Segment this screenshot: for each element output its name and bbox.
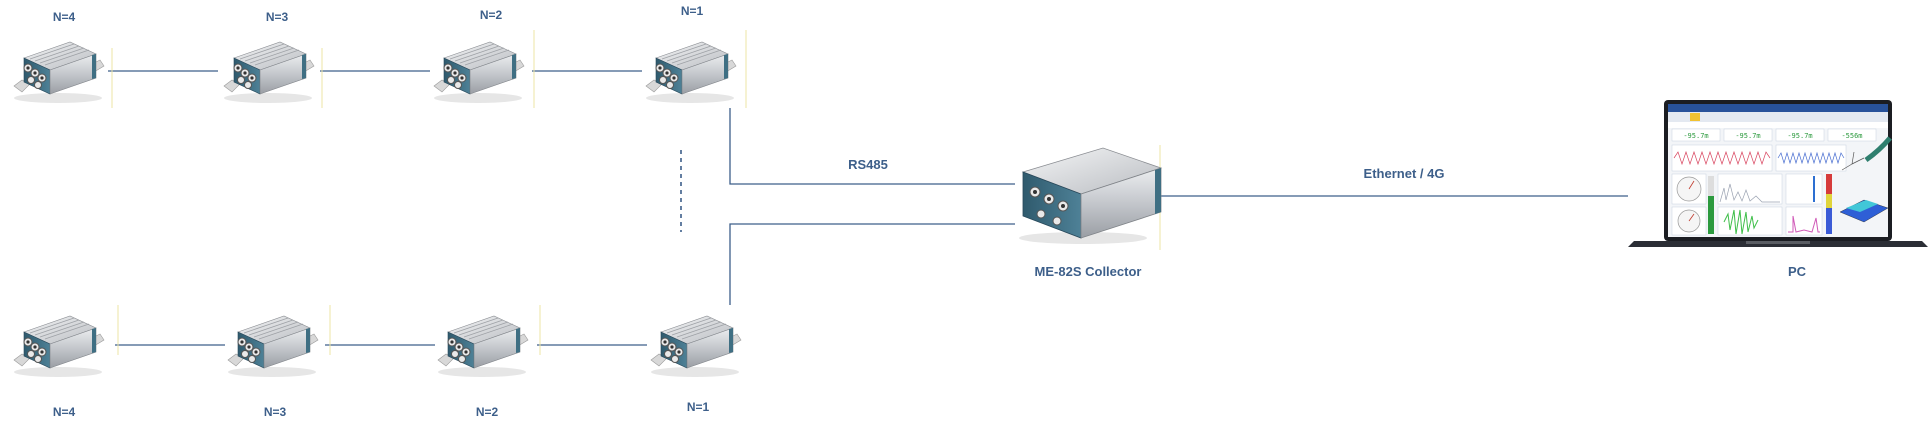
node-label-top-1: N=1	[680, 4, 704, 18]
pc-label: PC	[1787, 264, 1807, 279]
node-label-top-3: N=3	[265, 10, 289, 24]
node-label-bottom-2: N=2	[475, 405, 499, 419]
rs485-line-top	[729, 108, 1015, 185]
sensor-device-top-4	[13, 41, 105, 104]
rs485-line-bottom	[729, 223, 1015, 305]
collector-device-icon	[1019, 147, 1163, 244]
node-label-bottom-3: N=3	[263, 405, 287, 419]
screen-value-3: -95.7m	[1787, 132, 1812, 140]
sensor-device-bottom-3	[227, 315, 319, 378]
screen-value-4: -556m	[1841, 132, 1862, 140]
sensor-device-top-3	[223, 41, 315, 104]
sensor-device-bottom-1	[650, 315, 742, 378]
sensor-device-top-2	[433, 41, 525, 104]
sensor-device-top-1	[645, 41, 737, 104]
ethernet-label: Ethernet / 4G	[1363, 166, 1445, 181]
node-label-top-4: N=4	[52, 10, 76, 24]
screen-value-1: -95.7m	[1683, 132, 1708, 140]
screen-value-2: -95.7m	[1735, 132, 1760, 140]
laptop-pc-icon: -95.7m -95.7m -95.7m -556m	[1628, 100, 1928, 247]
collector-label: ME-82S Collector	[1034, 264, 1142, 279]
rs485-label: RS485	[848, 157, 888, 172]
node-label-top-2: N=2	[479, 8, 503, 22]
sensor-device-bottom-4	[13, 315, 105, 378]
node-label-bottom-4: N=4	[52, 405, 76, 419]
sensor-device-bottom-2	[437, 315, 529, 378]
node-label-bottom-1: N=1	[686, 400, 710, 414]
